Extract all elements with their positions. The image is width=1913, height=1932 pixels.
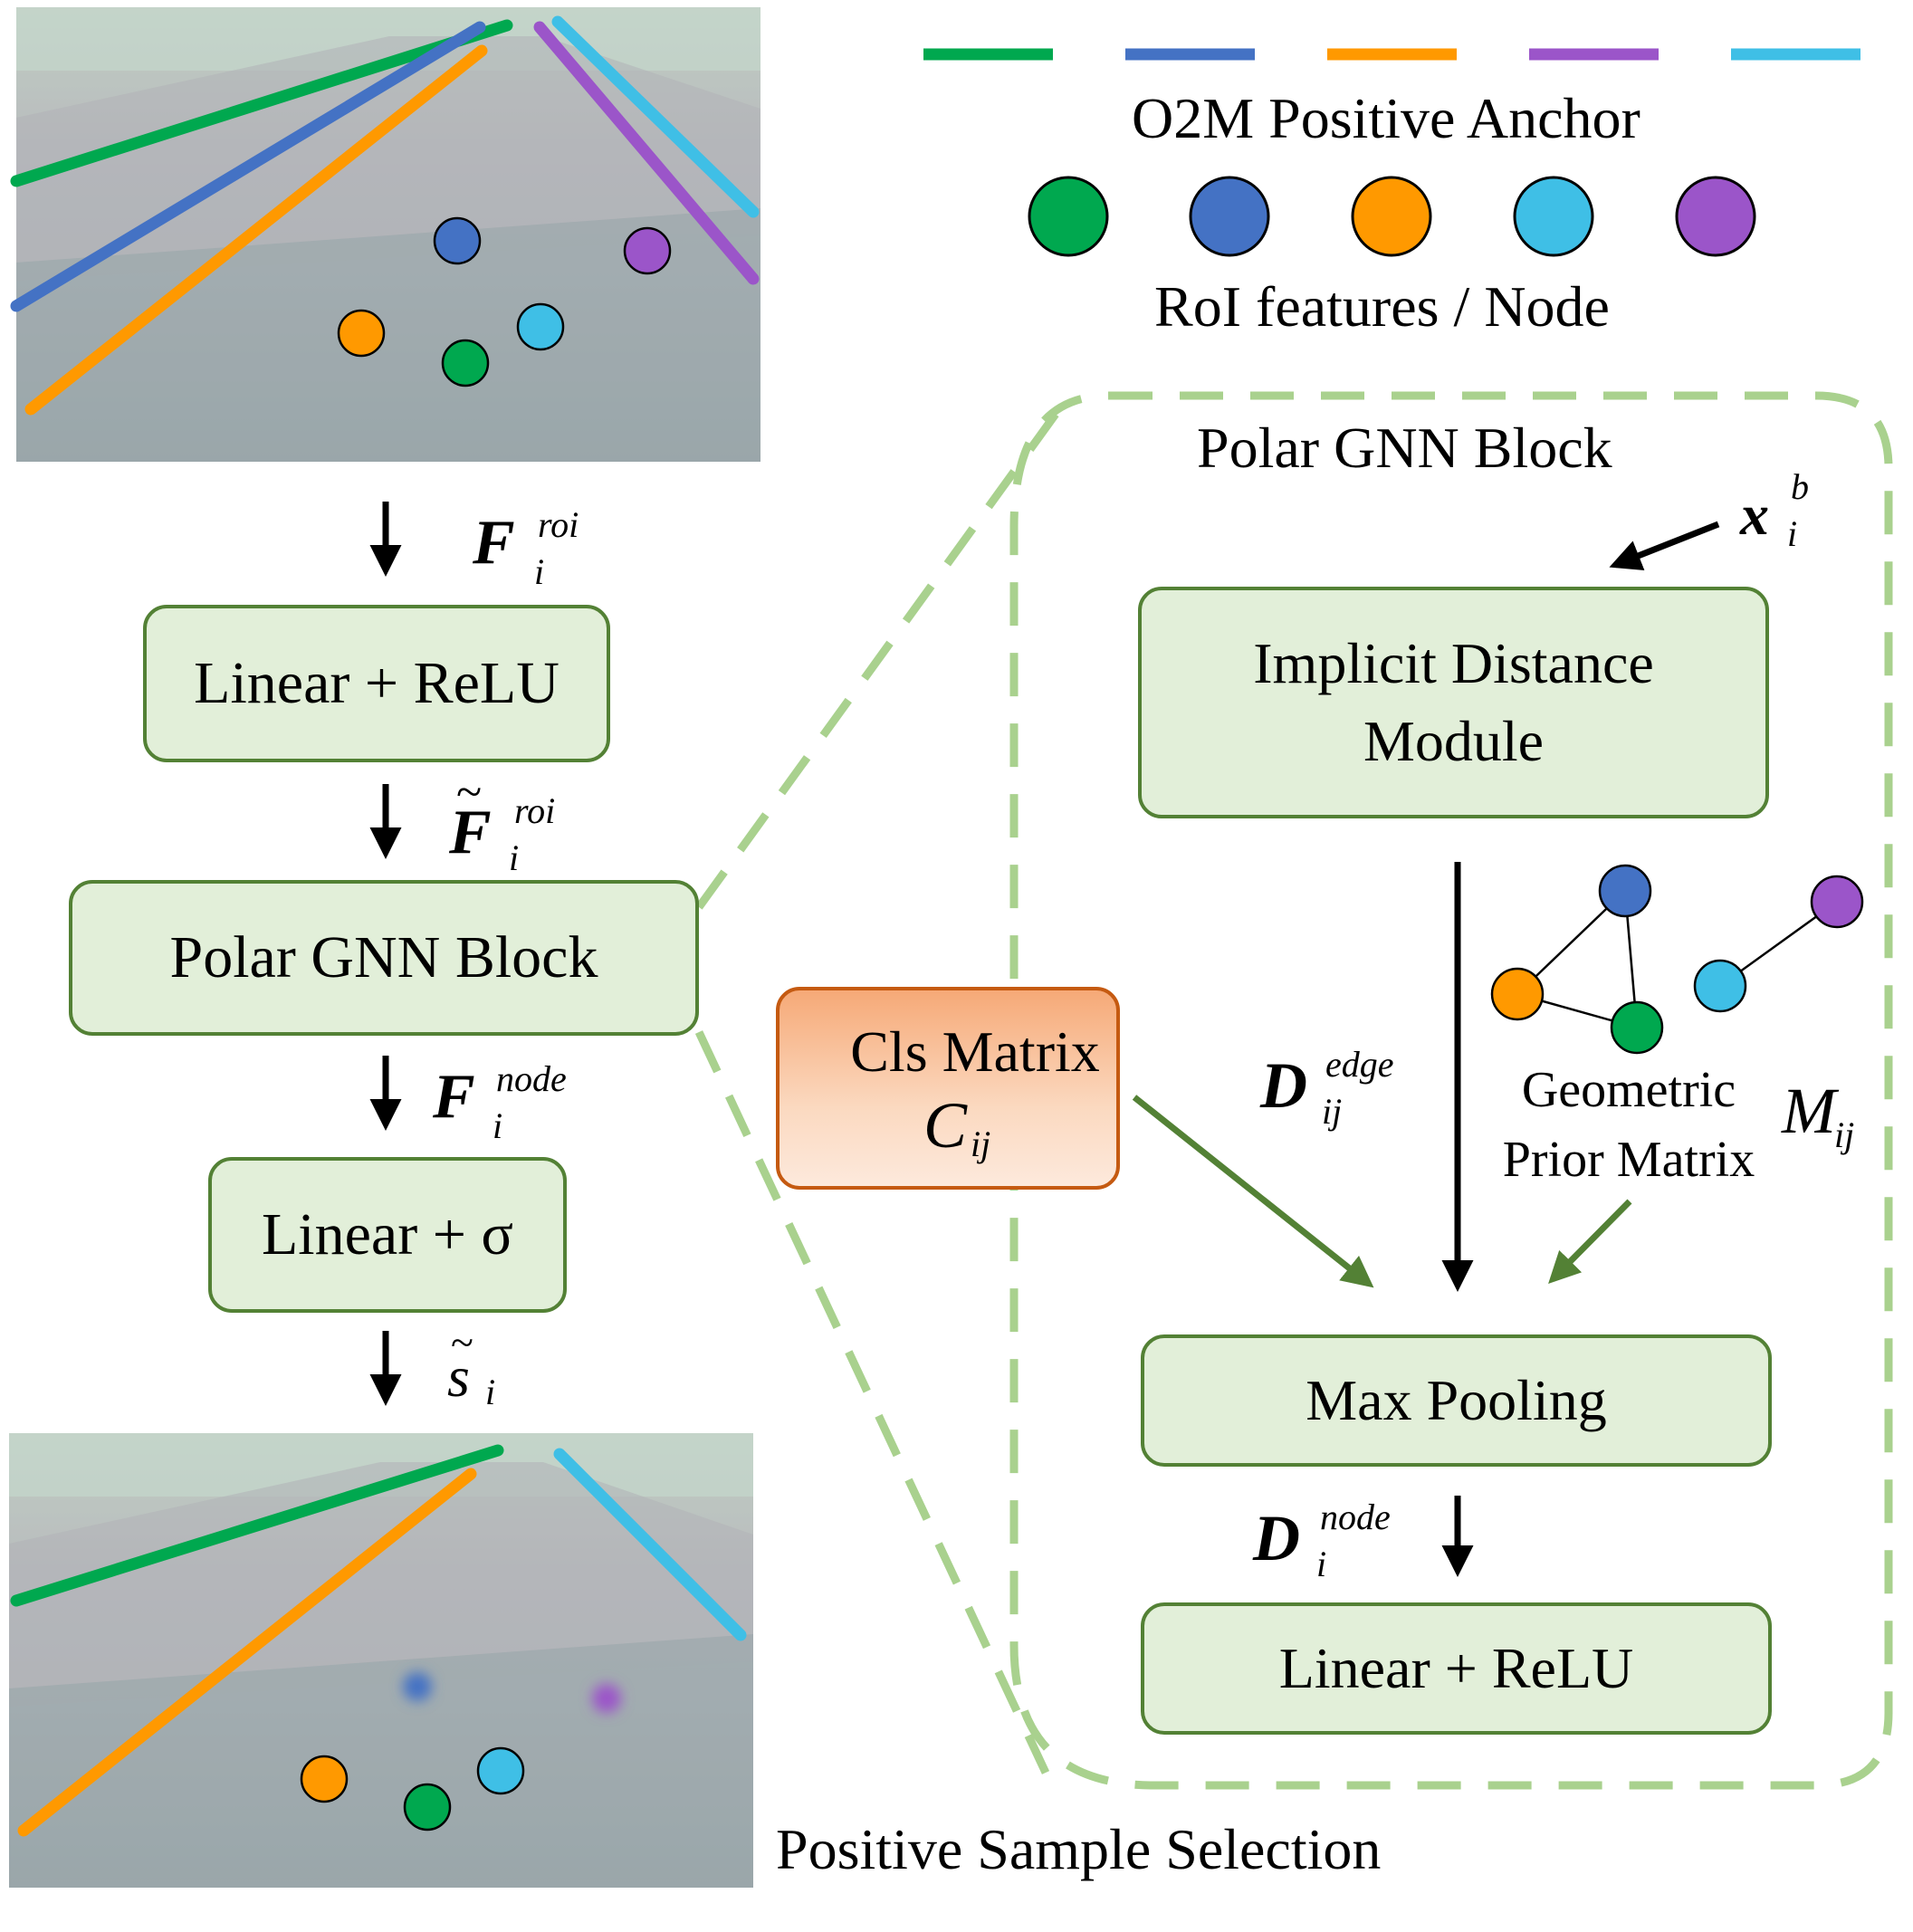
geometric-prior-label: Geometric Prior Matrix <box>1479 1056 1778 1196</box>
max-pooling-text: Max Pooling <box>1306 1368 1607 1432</box>
label-d-node: D node i <box>1253 1497 1391 1584</box>
label-x-b: x b i <box>1740 466 1809 554</box>
left-linear-sigma-text: Linear + σ <box>261 1201 514 1267</box>
cls-line1: Cls Matrix <box>850 1019 1100 1084</box>
label-s-tilde: ~ s i <box>447 1319 496 1412</box>
geo-line1: Geometric <box>1521 1062 1736 1118</box>
idm-line1: Implicit Distance <box>1253 631 1654 696</box>
legend-node-label: RoI features / Node <box>1154 274 1610 339</box>
implicit-distance-module-box: Implicit Distance Module <box>1138 587 1769 818</box>
gnn-linear-relu-text: Linear + ReLU <box>1278 1636 1634 1700</box>
caption-positive-sample-selection: Positive Sample Selection <box>776 1817 1382 1881</box>
left-linear-sigma-box: Linear + σ <box>208 1157 567 1313</box>
label-f-node: F node i <box>433 1058 567 1146</box>
cls-c-ij: C ij <box>923 1089 991 1165</box>
left-linear-relu-text: Linear + ReLU <box>194 650 560 716</box>
label-f-roi: F roi i <box>473 504 579 592</box>
gnn-title: Polar GNN Block <box>1197 416 1612 480</box>
gnn-linear-relu-box: Linear + ReLU <box>1141 1602 1772 1735</box>
left-linear-relu-box: Linear + ReLU <box>143 605 610 762</box>
label-d-edge: D edge ij <box>1260 1044 1394 1132</box>
legend-nodes <box>1028 176 1756 257</box>
left-polar-gnn-box: Polar GNN Block <box>69 880 699 1036</box>
gnn-arrows <box>1132 521 1720 1577</box>
gnn-dashed-frame <box>694 391 1893 1790</box>
legend-anchor-label: O2M Positive Anchor <box>1132 86 1640 150</box>
left-polar-gnn-text: Polar GNN Block <box>169 924 598 990</box>
idm-line2: Module <box>1363 709 1545 773</box>
geo-line2: Prior Matrix <box>1502 1132 1755 1189</box>
label-m-ij: M ij <box>1782 1075 1855 1155</box>
top-road-image <box>10 7 760 462</box>
label-f-tilde-roi: ~ F roi i <box>449 767 556 878</box>
cls-matrix-box: Cls Matrix C ij <box>776 987 1120 1190</box>
max-pooling-box: Max Pooling <box>1141 1334 1772 1467</box>
bottom-road-image <box>9 1433 753 1888</box>
geometric-prior-graph <box>1490 864 1864 1055</box>
